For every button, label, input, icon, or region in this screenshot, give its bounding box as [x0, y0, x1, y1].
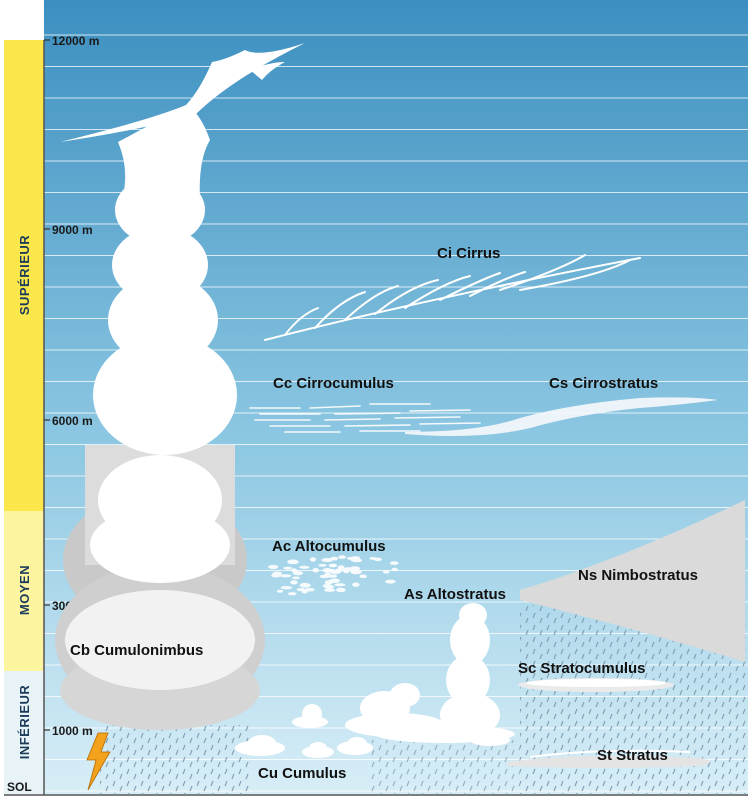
altocumulus-cloud [268, 555, 399, 596]
altitude-1000: 1000 m [52, 724, 93, 738]
label-cumulonimbus: Cb Cumulonimbus [70, 642, 203, 659]
label-nimbostratus: Ns Nimbostratus [578, 567, 698, 584]
cumulonimbus-cloud [55, 43, 305, 730]
nimbostratus-cloud [520, 500, 745, 662]
band-label-moyen: MOYEN [17, 565, 32, 615]
label-cumulus: Cu Cumulus [258, 765, 346, 782]
label-altostratus: As Altostratus [404, 586, 506, 603]
cumulus-cloud [235, 603, 515, 758]
label-cirrus: Ci Cirrus [437, 245, 500, 262]
cirrocumulus-cloud [249, 403, 481, 433]
cirrostratus-cloud [405, 397, 718, 436]
altitude-ticks [44, 39, 50, 731]
altitude-12000: 12000 m [52, 34, 99, 48]
stratocumulus-cloud [518, 678, 674, 692]
stratus-cloud [508, 749, 710, 768]
band-label-sol: SOL [7, 780, 32, 794]
label-cirrostratus: Cs Cirrostratus [549, 375, 658, 392]
label-stratus: St Stratus [597, 747, 668, 764]
label-stratocumulus: Sc Stratocumulus [518, 660, 646, 677]
altitude-6000: 6000 m [52, 414, 93, 428]
altostratus-cloud [520, 590, 530, 600]
label-altocumulus: Ac Altocumulus [272, 538, 386, 555]
band-sol [4, 775, 44, 795]
band-superieur [4, 40, 44, 511]
lightning-icon [86, 732, 111, 791]
altitude-9000: 9000 m [52, 223, 93, 237]
band-inferieur [4, 671, 44, 775]
band-label-superieur: SUPÉRIEUR [17, 235, 32, 315]
label-cirrocumulus: Cc Cirrocumulus [273, 375, 394, 392]
band-label-inferieur: INFÉRIEUR [17, 685, 32, 760]
band-moyen [4, 511, 44, 671]
cirrus-cloud [264, 254, 641, 341]
